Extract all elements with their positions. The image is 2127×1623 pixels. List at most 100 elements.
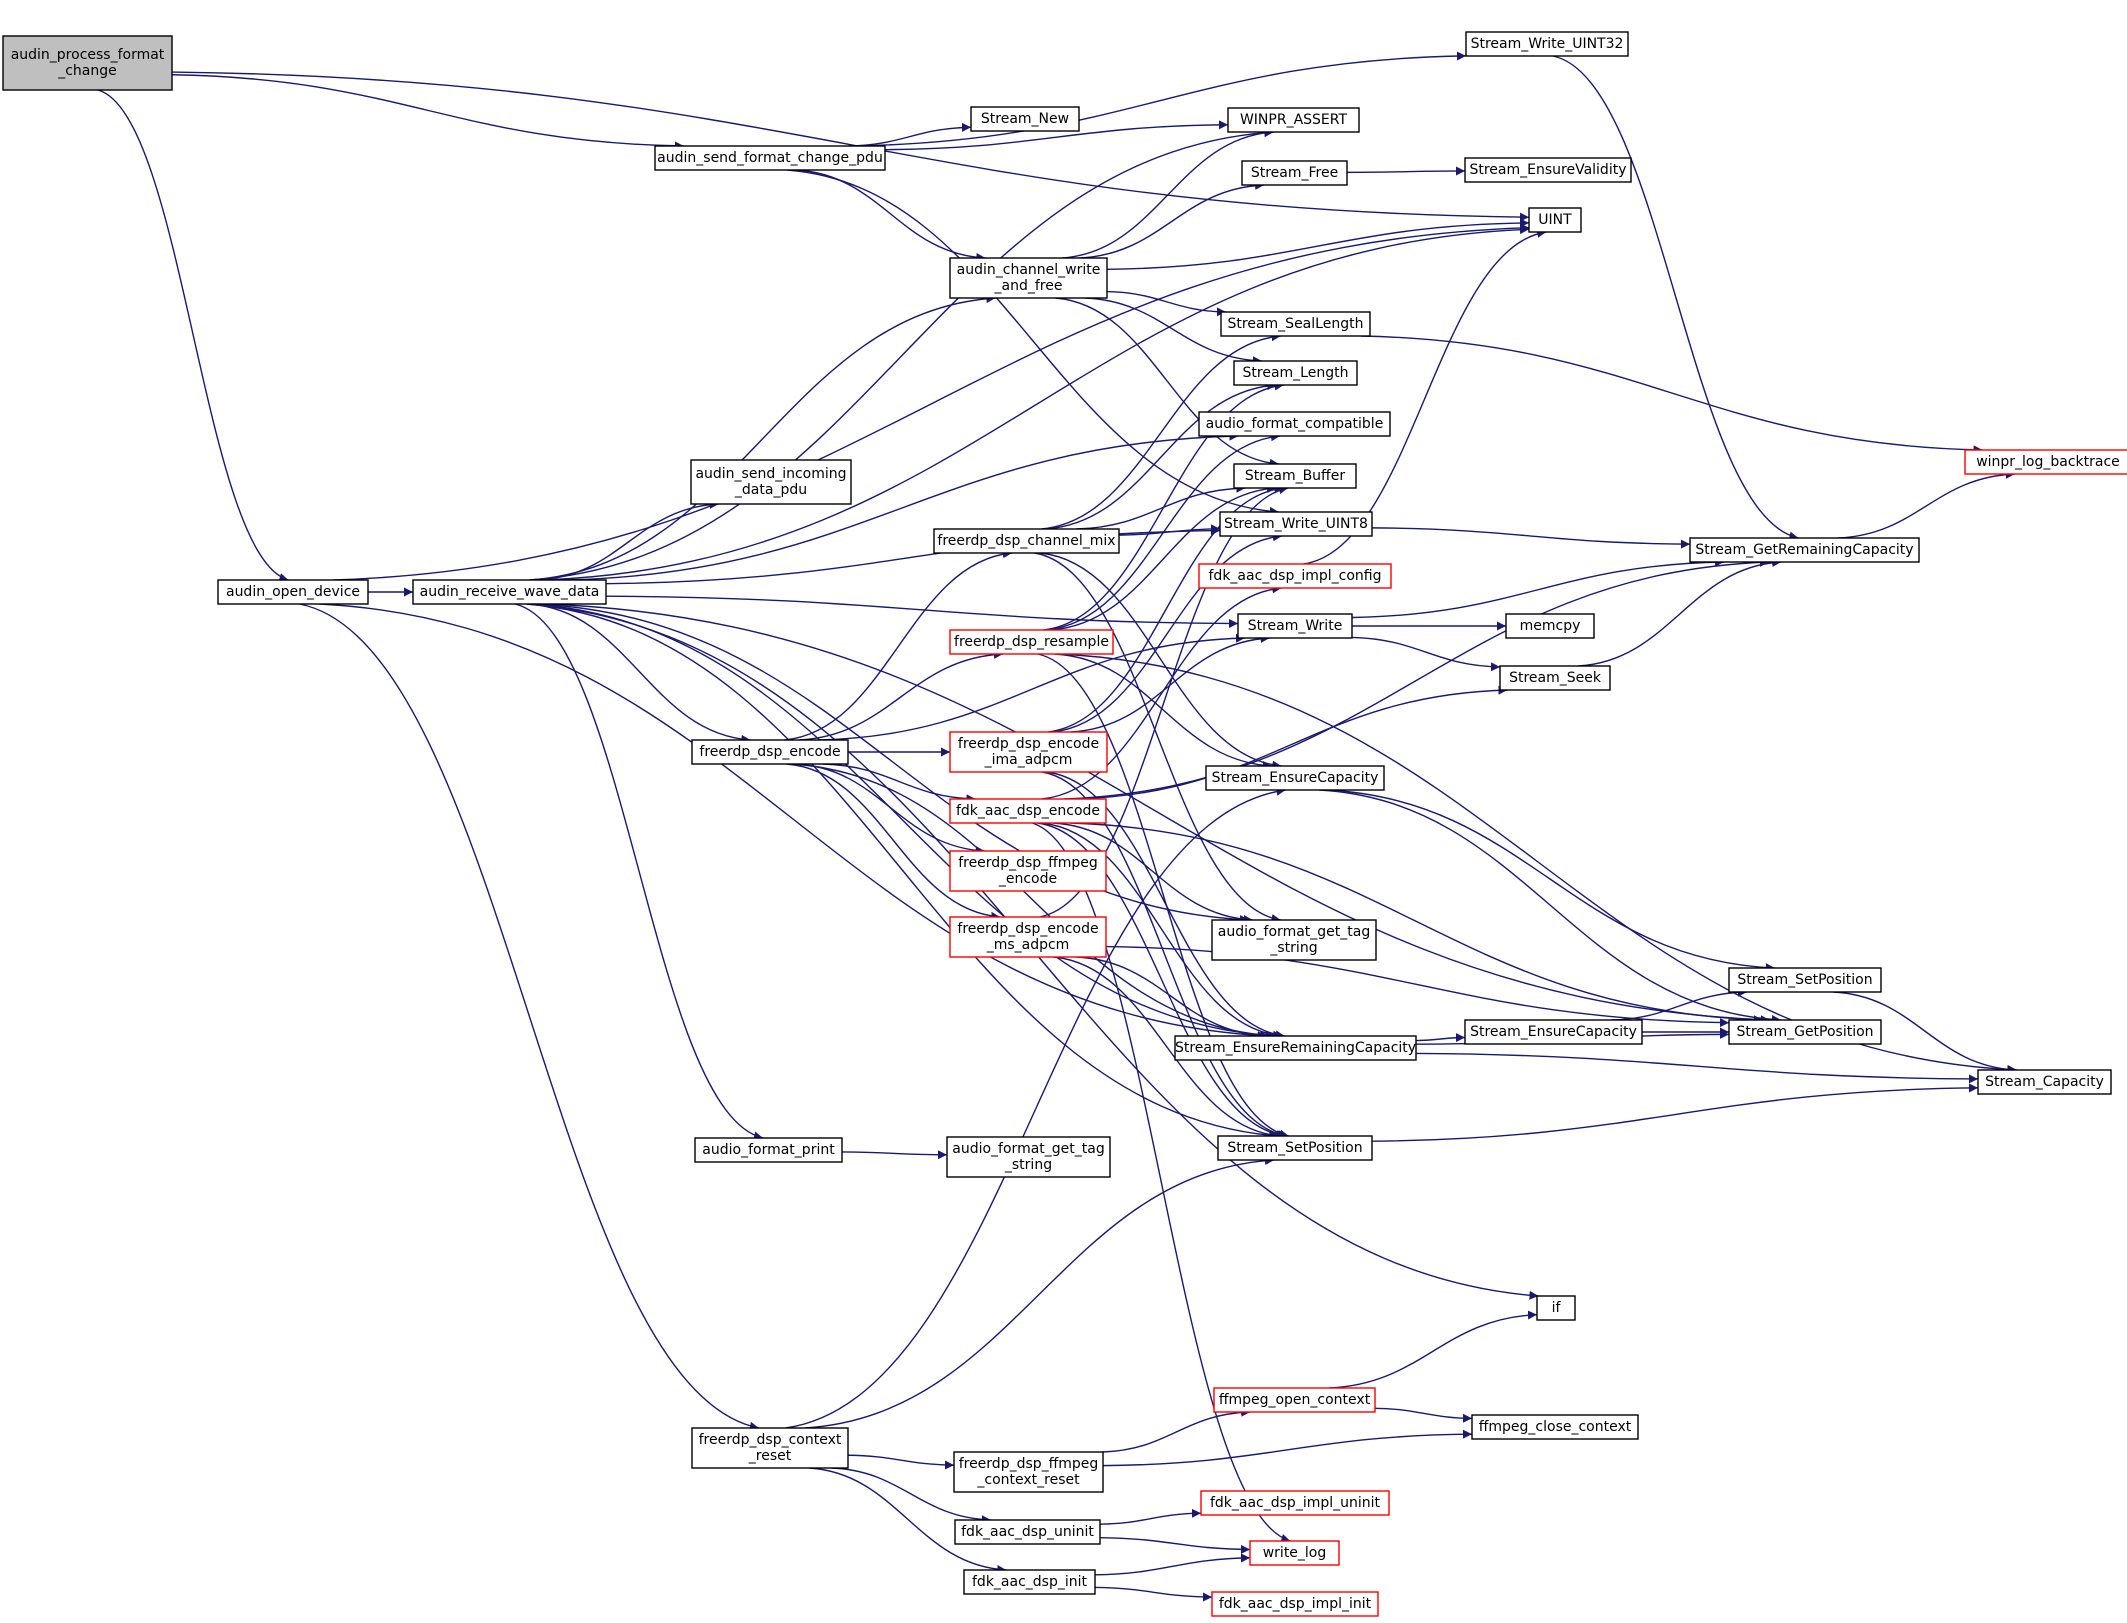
node-audin-channel-write-and-free[interactable]: audin_channel_write_and_free <box>949 257 1108 299</box>
edges-layer <box>97 51 2017 1602</box>
node-ffmpeg-open-context[interactable]: ffmpeg_open_context <box>1213 1387 1376 1413</box>
node-stream-seallength[interactable]: Stream_SealLength <box>1220 311 1371 337</box>
node-stream-buffer[interactable]: Stream_Buffer <box>1233 463 1357 489</box>
edge-n3-to-n6 <box>528 603 751 744</box>
nodes-layer: audin_process_format_changeaudin_open_de… <box>2 31 2127 1617</box>
node-audin-open-device[interactable]: audin_open_device <box>217 579 369 605</box>
edge-n11-to-n29 <box>1054 653 1272 770</box>
node-audio-format-compatible[interactable]: audio_format_compatible <box>1198 411 1391 437</box>
node-stream-ensurecapacity[interactable]: Stream_EnsureCapacity <box>1205 765 1385 791</box>
edge-n46-to-n48 <box>1833 991 2017 1075</box>
node-stream-free[interactable]: Stream_Free <box>1241 160 1348 186</box>
node-audio-format-get-tag-string[interactable]: audio_format_get_tag_string <box>946 1136 1111 1178</box>
node-label: freerdp_dsp_ffmpeg <box>958 855 1098 871</box>
edge-n12-to-n25 <box>1047 484 1284 733</box>
node-audio-format-get-tag-string[interactable]: audio_format_get_tag_string <box>1211 919 1377 961</box>
node-freerdp-dsp-ffmpeg-encode[interactable]: freerdp_dsp_ffmpeg_encode <box>949 850 1107 892</box>
node-fdk-aac-dsp-uninit[interactable]: fdk_aac_dsp_uninit <box>954 1519 1101 1545</box>
node-freerdp-dsp-encode-ima-adpcm[interactable]: freerdp_dsp_encode_ima_adpcm <box>949 731 1108 773</box>
node-stream-capacity[interactable]: Stream_Capacity <box>1977 1069 2112 1095</box>
edge-n13-to-n47 <box>1070 822 1763 1025</box>
edge-n10-to-n29 <box>1040 552 1282 770</box>
node-audin-send-incoming-data-pdu[interactable]: audin_send_incoming_data_pdu <box>690 459 852 505</box>
node-label: Stream_GetRemainingCapacity <box>1695 542 1913 558</box>
node-stream-new[interactable]: Stream_New <box>970 106 1080 132</box>
node-stream-ensurecapacity[interactable]: Stream_EnsureCapacity <box>1464 1019 1643 1045</box>
node-freerdp-dsp-encode-ms-adpcm[interactable]: freerdp_dsp_encode_ms_adpcm <box>949 916 1107 958</box>
edge-n31-to-n42 <box>1415 1033 1466 1043</box>
node-label: fdk_aac_dsp_uninit <box>961 1524 1094 1540</box>
edge-n31-to-n48 <box>1415 1052 1979 1084</box>
edge-n6-to-n28 <box>819 633 1246 741</box>
node-freerdp-dsp-ffmpeg-context-reset[interactable]: freerdp_dsp_ffmpeg_context_reset <box>953 1451 1104 1493</box>
node-memcpy[interactable]: memcpy <box>1505 613 1595 639</box>
node-freerdp-dsp-channel-mix[interactable]: freerdp_dsp_channel_mix <box>933 528 1120 554</box>
node-box <box>1198 411 1391 437</box>
node-stream-write-uint32[interactable]: Stream_Write_UINT32 <box>1465 31 1629 57</box>
node-box <box>1505 613 1595 639</box>
node-box <box>949 916 1107 958</box>
node-label: _string <box>1269 940 1317 956</box>
edge-n17-to-n44 <box>1102 1429 1473 1467</box>
node-label: winpr_log_backtrace <box>1976 454 2120 470</box>
node-box <box>1237 613 1353 639</box>
node-stream-length[interactable]: Stream_Length <box>1233 360 1358 386</box>
edge-n19-to-n36 <box>1094 1586 1213 1602</box>
node-label: Stream_Length <box>1243 365 1349 381</box>
node-audin-receive-wave-data[interactable]: audin_receive_wave_data <box>412 579 607 605</box>
edge-n3-to-n16 <box>536 603 1249 925</box>
node-label: _data_pdu <box>734 482 807 498</box>
edge-n0-to-n39 <box>171 71 1530 222</box>
node-box <box>217 579 369 605</box>
node-label: Stream_SetPosition <box>1737 972 1872 988</box>
node-audin-send-format-change-pdu[interactable]: audin_send_format_change_pdu <box>654 145 886 171</box>
node-label: freerdp_dsp_channel_mix <box>937 533 1115 549</box>
node-fdk-aac-dsp-impl-config[interactable]: fdk_aac_dsp_impl_config <box>1198 563 1392 589</box>
node-stream-setposition[interactable]: Stream_SetPosition <box>1728 967 1882 993</box>
edge-n12-to-n31 <box>1046 771 1285 1040</box>
node-fdk-aac-dsp-impl-init[interactable]: fdk_aac_dsp_impl_init <box>1211 1591 1379 1617</box>
node-write-log[interactable]: write_log <box>1249 1540 1340 1566</box>
node-freerdp-dsp-context-reset[interactable]: freerdp_dsp_context_reset <box>691 1427 849 1469</box>
edge-n37-to-n45 <box>1552 55 1799 541</box>
node-stream-ensureremainingcapacity[interactable]: Stream_EnsureRemainingCapacity <box>1174 1035 1417 1061</box>
node-uint[interactable]: UINT <box>1528 207 1582 233</box>
node-label: audin_open_device <box>226 584 360 600</box>
edge-n10-to-n16 <box>1034 552 1281 923</box>
node-stream-setposition[interactable]: Stream_SetPosition <box>1217 1135 1373 1161</box>
node-label: audin_receive_wave_data <box>420 584 600 600</box>
node-box <box>1211 1591 1379 1617</box>
node-box <box>1233 360 1358 386</box>
edge-n42-to-n46 <box>1611 987 1747 1021</box>
node-stream-getposition[interactable]: Stream_GetPosition <box>1728 1019 1882 1045</box>
node-winpr-assert[interactable]: WINPR_ASSERT <box>1227 107 1360 133</box>
edge-n8-to-n17 <box>847 1454 955 1470</box>
node-box <box>1464 157 1632 183</box>
node-label: WINPR_ASSERT <box>1240 112 1348 128</box>
node-if[interactable]: if <box>1536 1295 1576 1321</box>
node-fdk-aac-dsp-encode[interactable]: fdk_aac_dsp_encode <box>949 798 1107 824</box>
edge-n3-to-n26 <box>605 526 1221 585</box>
node-stream-seek[interactable]: Stream_Seek <box>1499 665 1611 691</box>
node-box <box>1249 1540 1340 1566</box>
node-freerdp-dsp-resample[interactable]: freerdp_dsp_resample <box>949 629 1114 655</box>
node-winpr-log-backtrace[interactable]: winpr_log_backtrace <box>1964 449 2127 475</box>
edge-n6-to-n13 <box>822 763 976 804</box>
node-stream-getremainingcapacity[interactable]: Stream_GetRemainingCapacity <box>1689 537 1920 563</box>
node-box <box>2 35 173 91</box>
node-stream-ensurevalidity[interactable]: Stream_EnsureValidity <box>1464 157 1632 183</box>
node-fdk-aac-dsp-impl-uninit[interactable]: fdk_aac_dsp_impl_uninit <box>1200 1490 1390 1516</box>
node-stream-write-uint8[interactable]: Stream_Write_UINT8 <box>1219 511 1373 537</box>
edge-n45-to-n49 <box>1837 469 2015 539</box>
node-freerdp-dsp-encode[interactable]: freerdp_dsp_encode <box>691 739 849 765</box>
edge-n28-to-n45 <box>1351 557 1725 619</box>
node-label: audio_format_get_tag <box>952 1141 1104 1157</box>
node-audio-format-print[interactable]: audio_format_print <box>694 1137 843 1163</box>
node-stream-write[interactable]: Stream_Write <box>1237 613 1353 639</box>
node-label: Stream_Write <box>1248 618 1343 634</box>
node-fdk-aac-dsp-init[interactable]: fdk_aac_dsp_init <box>963 1569 1096 1595</box>
node-ffmpeg-close-context[interactable]: ffmpeg_close_context <box>1471 1414 1639 1440</box>
node-box <box>654 145 886 171</box>
node-box <box>1220 311 1371 337</box>
node-label: freerdp_dsp_encode <box>958 736 1099 752</box>
